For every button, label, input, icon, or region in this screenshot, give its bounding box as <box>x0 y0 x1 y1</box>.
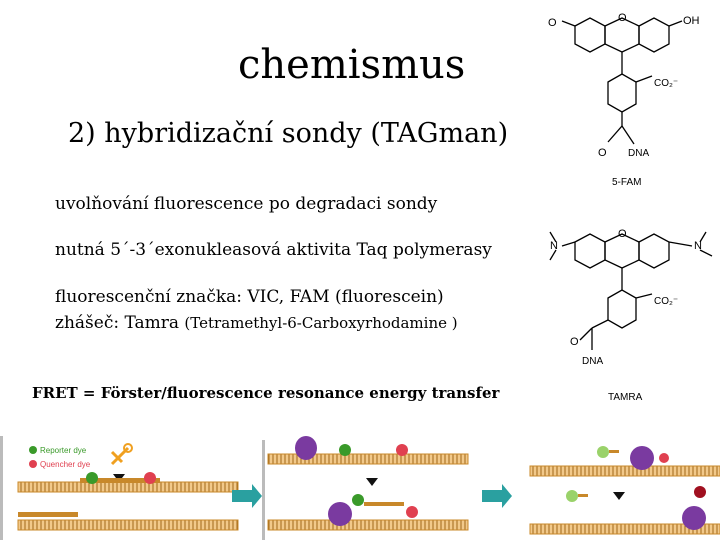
quencher-dye-3 <box>406 506 418 518</box>
step-arrow-2 <box>482 490 502 502</box>
slide-title: chemismus <box>238 42 466 88</box>
taqman-mechanism-diagram: Reporter dye Quencher dye <box>0 436 720 540</box>
panel-polymerase-extension <box>262 436 469 540</box>
fam-structure-label: 5-FAM <box>612 177 642 188</box>
down-arrow-icon-3 <box>613 492 625 500</box>
tamra-structure-label: TAMRA <box>608 392 643 403</box>
fam-dna-link: DNA <box>628 148 649 159</box>
tamra-right-nitrogen: N <box>694 240 702 252</box>
bullet-quencher: zhášeč: Tamra (Tetramethyl-6-Carboxyrhod… <box>55 313 458 333</box>
fam-structure: O O OH CO₂⁻ O DNA <box>548 12 700 159</box>
legend-quencher-label: Quencher dye <box>40 460 91 469</box>
tamra-amide-oxygen: O <box>570 336 579 348</box>
fam-hydroxyl: OH <box>683 15 700 27</box>
fam-carboxylate: CO₂⁻ <box>654 78 678 89</box>
slide-subtitle: 2) hybridizační sondy (TAGman) <box>68 118 509 149</box>
tamra-dna-link: DNA <box>582 356 603 367</box>
polymerase-4 <box>682 506 706 530</box>
tamra-ring-oxygen: O <box>618 228 627 240</box>
quencher-prefix: zhášeč: Tamra <box>55 313 185 333</box>
polymerase-3 <box>630 446 654 470</box>
scissors-handle <box>123 443 133 453</box>
reporter-dye <box>86 472 98 484</box>
fret-definition: FRET = Förster/fluorescence resonance en… <box>32 384 500 402</box>
released-quencher-dye <box>694 486 706 498</box>
released-reporter-dye <box>597 446 609 458</box>
legend-reporter-label: Reporter dye <box>40 446 87 455</box>
tamra-carboxylate: CO₂⁻ <box>654 296 678 307</box>
polymerase-top <box>295 436 317 460</box>
legend-reporter-dot <box>29 446 37 454</box>
fam-amide-oxygen: O <box>598 147 607 159</box>
tamra-left-nitrogen: N <box>550 240 558 252</box>
reporter-dye-2 <box>339 444 351 456</box>
quencher-dye-4 <box>659 453 669 463</box>
fam-ring-oxygen: O <box>618 12 627 24</box>
bullet-release: uvolňování fluorescence po degradaci son… <box>55 194 438 214</box>
quencher-detail: (Tetramethyl-6-Carboxyrhodamine ) <box>184 314 458 332</box>
tamra-structure: N O N CO₂⁻ O DNA <box>549 228 713 367</box>
reporter-dye-3 <box>352 494 364 506</box>
released-reporter-dye-2 <box>566 490 578 502</box>
down-arrow-icon-2 <box>366 478 378 486</box>
fam-oxo-atom: O <box>548 17 557 29</box>
legend-quencher-dot <box>29 460 37 468</box>
bullet-exonuclease: nutná 5´-3´exonukleasová aktivita Taq po… <box>55 240 492 260</box>
panel-annealed-probe: Reporter dye Quencher dye <box>0 436 239 540</box>
quencher-dye-2 <box>396 444 408 456</box>
step-arrow-1 <box>232 490 252 502</box>
bullet-fluorescent-label: fluorescenční značka: VIC, FAM (fluoresc… <box>55 287 444 307</box>
quencher-dye <box>144 472 156 484</box>
polymerase-bottom <box>328 502 352 526</box>
panel-probe-cleavage <box>529 446 720 535</box>
